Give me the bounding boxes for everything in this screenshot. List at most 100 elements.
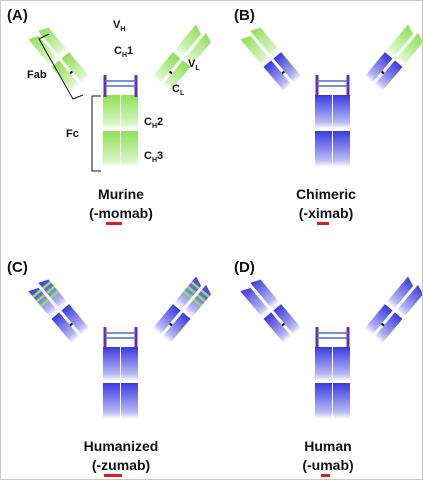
right-ch3-domain [121, 383, 138, 419]
caption-suffix: (-umab) [302, 457, 353, 473]
left-ch3-domain [103, 383, 120, 419]
interchain-bond [380, 70, 385, 75]
panel-letter-b: (B) [234, 7, 255, 24]
panel-human [240, 276, 422, 419]
interchain-bond [380, 322, 385, 327]
heavy-constant-domain [273, 304, 302, 336]
caption-murine: Murine (-momab) [89, 186, 153, 225]
left-ch3-domain [103, 131, 120, 167]
light-variable-domain [184, 32, 212, 66]
interchain-bond [69, 322, 74, 327]
cdr-stripe [42, 281, 52, 290]
left-fab-arm [28, 279, 90, 344]
light-variable-domain [28, 35, 58, 66]
light-variable-domain [240, 35, 270, 66]
light-constant-domain [51, 312, 80, 344]
right-ch3-domain [121, 131, 138, 167]
heavy-constant-domain [61, 304, 90, 336]
cdr-stripe [39, 298, 50, 307]
interchain-bond [281, 70, 286, 75]
cdr-stripe [192, 298, 203, 307]
interchain-bond [281, 322, 286, 327]
caption-chimeric: Chimeric (-ximab) [296, 186, 356, 225]
panel-murine [28, 24, 212, 167]
cdr-stripe [182, 290, 193, 299]
interchain-bond [168, 322, 173, 327]
interchain-bond [69, 70, 74, 75]
left-ch2-domain [315, 347, 332, 381]
suffix-underline [104, 474, 122, 477]
light-constant-domain [162, 60, 191, 92]
cdr-stripe [32, 289, 42, 298]
heavy-constant-domain [61, 52, 90, 84]
caption-suffix: (-momab) [89, 205, 153, 221]
light-constant-domain [51, 60, 80, 92]
interchain-bond [168, 70, 173, 75]
left-ch3-domain [315, 383, 332, 419]
light-constant-domain [374, 312, 403, 344]
ch2-label: CH2 [144, 116, 163, 130]
light-variable-domain [240, 287, 270, 318]
heavy-variable-domain [386, 276, 414, 309]
caption-suffix: (-zumab) [92, 457, 150, 473]
cdr-stripe [46, 285, 56, 295]
right-fab-arm [152, 24, 212, 92]
heavy-constant-domain [364, 304, 393, 336]
right-ch2-domain [121, 95, 138, 129]
light-variable-domain [396, 284, 422, 318]
caption-name: Humanized [84, 438, 159, 454]
left-ch2-domain [103, 347, 120, 381]
cdr-stripe [196, 294, 206, 303]
heavy-variable-domain [386, 24, 414, 57]
left-fab-arm [240, 27, 302, 92]
caption-name: Murine [98, 186, 144, 202]
cdr-stripe [186, 285, 196, 295]
ch3-label: CH3 [144, 150, 163, 164]
cdr-stripe [49, 290, 60, 299]
heavy-constant-domain [364, 52, 393, 84]
panel-letter-c: (C) [7, 259, 28, 276]
vh-label: VH [113, 19, 125, 33]
vl-label: VL [188, 58, 200, 72]
right-fab-arm [152, 276, 212, 344]
heavy-variable-domain [250, 27, 280, 57]
left-ch3-domain [315, 131, 332, 167]
heavy-constant-domain [152, 304, 181, 336]
right-ch2-domain [121, 347, 138, 381]
light-variable-domain [396, 32, 422, 66]
ch1-label: CH1 [114, 45, 133, 59]
left-fab-arm [240, 279, 302, 344]
heavy-variable-domain [250, 279, 280, 309]
fab-bracket [38, 33, 84, 100]
right-ch3-domain [333, 383, 350, 419]
caption-suffix: (-ximab) [299, 205, 353, 221]
caption-name: Human [304, 438, 351, 454]
cdr-stripe [190, 281, 200, 290]
right-fab-arm [364, 24, 422, 92]
right-ch2-domain [333, 347, 350, 381]
left-ch2-domain [315, 95, 332, 129]
cl-label: CL [172, 83, 185, 97]
suffix-underline [321, 474, 330, 477]
light-constant-domain [263, 312, 292, 344]
fc-label: Fc [66, 128, 79, 140]
heavy-constant-domain [152, 52, 181, 84]
light-constant-domain [374, 60, 403, 92]
fc-bracket [91, 95, 101, 172]
caption-name: Chimeric [296, 186, 356, 202]
right-fab-arm [364, 276, 422, 344]
right-ch2-domain [333, 95, 350, 129]
left-ch2-domain [103, 95, 120, 129]
panel-letter-a: (A) [7, 7, 28, 24]
left-fab-arm [28, 27, 90, 92]
cdr-stripe [36, 294, 46, 303]
heavy-variable-domain [38, 27, 68, 57]
heavy-constant-domain [273, 52, 302, 84]
cdr-stripe [200, 289, 210, 298]
light-constant-domain [162, 312, 191, 344]
caption-humanized: Humanized (-zumab) [84, 438, 159, 477]
caption-human: Human (-umab) [302, 438, 354, 477]
suffix-underline [106, 222, 122, 225]
